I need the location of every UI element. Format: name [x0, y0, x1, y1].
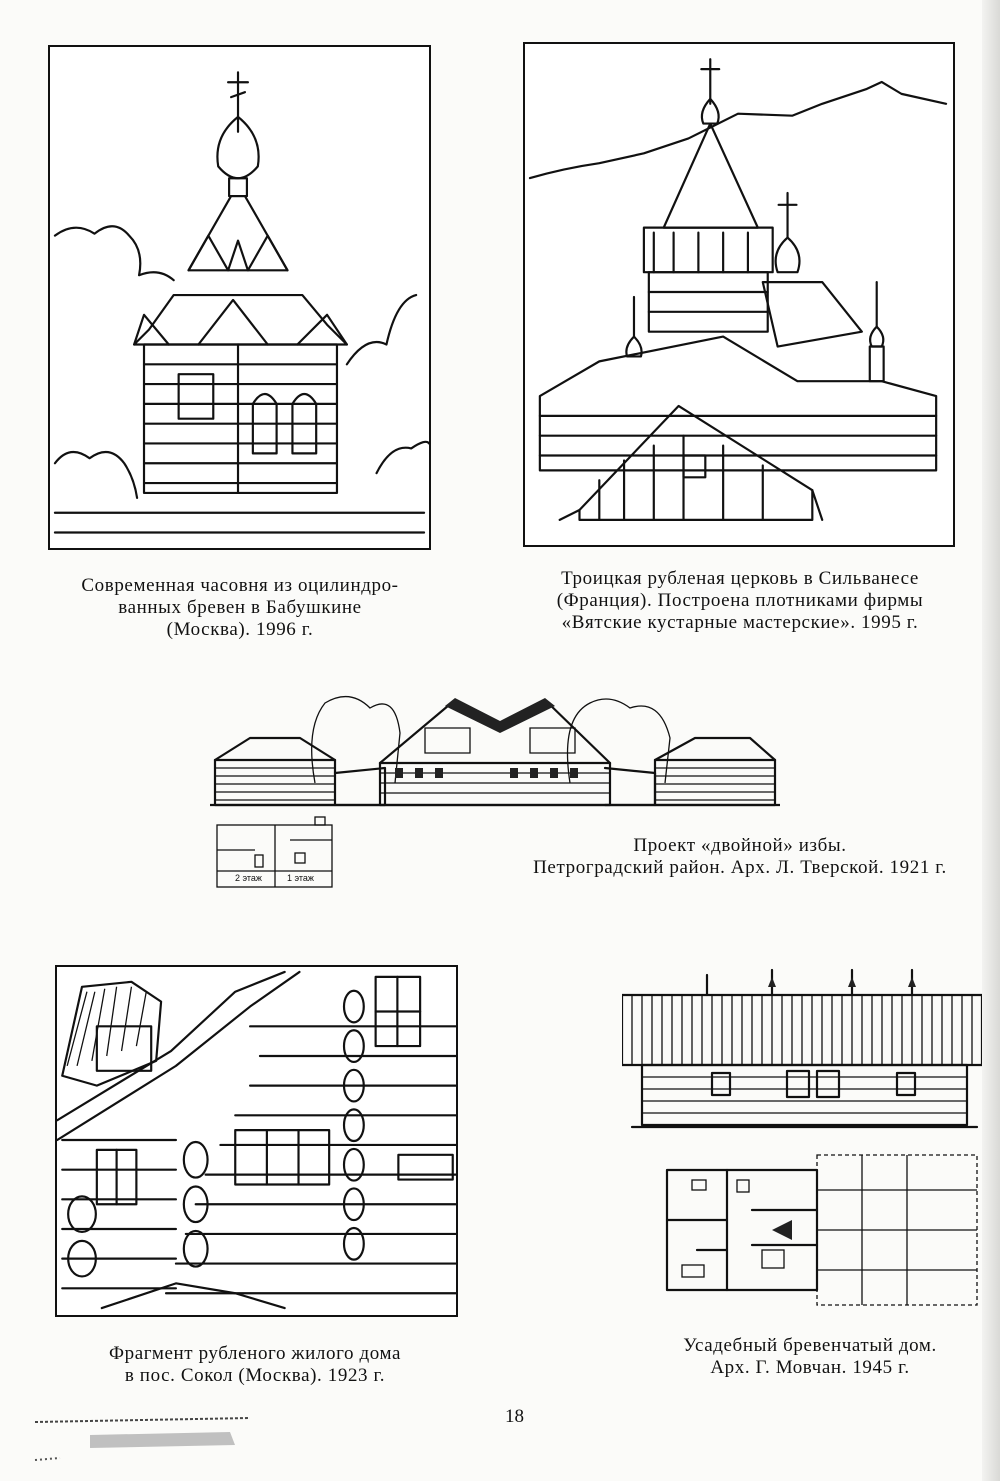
caption-chapel: Современная часовня из оцилиндро- ванных…	[81, 575, 399, 640]
movchan-elevation-drawing	[622, 968, 982, 1129]
plan-label-floor2: 2 этаж	[235, 873, 262, 883]
church-drawing	[528, 58, 948, 521]
chapel-drawing	[53, 71, 429, 534]
page-number: 18	[505, 1406, 524, 1427]
library-stamp	[30, 1410, 270, 1470]
caption-movchan-house: Усадебный бревенчатый дом. Арх. Г. Мовча…	[683, 1335, 937, 1378]
movchan-plan-drawing	[665, 1154, 978, 1306]
izba-elevation-drawing	[210, 696, 780, 807]
figure-double-izba-elevation	[210, 688, 780, 810]
caption-church: Троицкая рубленая церковь в Сильванесе (…	[556, 568, 924, 633]
izba-plan-drawing	[216, 816, 333, 888]
figure-sokol-house	[55, 965, 458, 1317]
figure-chapel	[48, 45, 431, 550]
figure-movchan-plan	[652, 1150, 982, 1310]
figure-church	[523, 42, 955, 547]
figure-movchan-elevation	[622, 965, 982, 1135]
page-edge-shadow	[982, 0, 1000, 1481]
plan-label-floor1: 1 этаж	[287, 873, 314, 883]
caption-sokol-house: Фрагмент рубленого жилого дома в пос. Со…	[109, 1343, 401, 1386]
sokol-house-drawing	[57, 970, 456, 1310]
figure-double-izba-plan: 2 этаж 1 этаж	[215, 815, 337, 893]
caption-double-izba: Проект «двойной» избы. Петроградский рай…	[533, 835, 947, 878]
